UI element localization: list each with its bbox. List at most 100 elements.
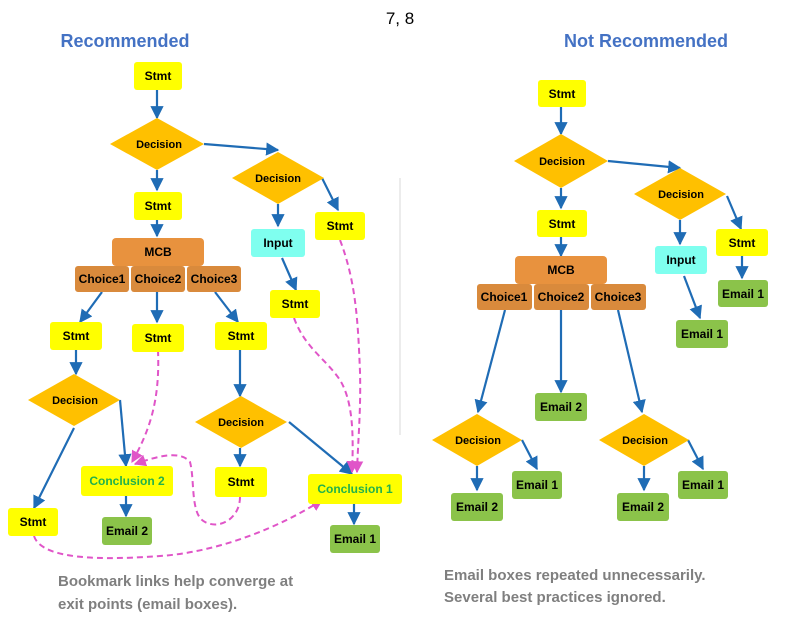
decision-label: Decision: [658, 189, 704, 201]
input-box: Input: [655, 246, 707, 274]
email-box: Email 1: [678, 471, 728, 499]
statement-box: Stmt: [50, 322, 102, 350]
statement-box: Stmt: [270, 290, 320, 318]
email1-label: Email 1: [516, 478, 558, 492]
decision-diamond: Decision: [634, 168, 726, 220]
connector: [203, 142, 280, 156]
statement-label: Stmt: [20, 515, 47, 529]
choice3-label: Choice3: [595, 290, 642, 304]
statement-box: Stmt: [537, 210, 587, 237]
email-box: Email 2: [102, 517, 152, 545]
choice-box: Choice2: [131, 266, 185, 292]
statement-box: Stmt: [134, 192, 182, 220]
decision-label: Decision: [52, 395, 98, 407]
choice2-label: Choice2: [538, 290, 585, 304]
statement-label: Stmt: [63, 329, 90, 343]
choice-box: Choice2: [534, 284, 589, 310]
choice1-label: Choice1: [79, 272, 126, 286]
conclusion1-label: Conclusion 1: [317, 482, 393, 496]
not-recommended-heading: Not Recommended: [564, 31, 728, 51]
connector: [288, 421, 354, 475]
bookmark-link: [339, 239, 364, 474]
decision-label: Decision: [255, 173, 301, 185]
statement-box: Stmt: [132, 324, 184, 352]
not-recommended-caption-line2: Several best practices ignored.: [444, 589, 666, 606]
email1-label: Email 1: [722, 287, 764, 301]
choice-box: Choice1: [75, 266, 129, 292]
connector: [725, 195, 743, 231]
conclusion-box: Conclusion 2: [81, 466, 173, 496]
statement-label: Stmt: [145, 199, 172, 213]
mcb-label: MCB: [144, 245, 172, 259]
decision-label: Decision: [622, 435, 668, 447]
statement-label: Stmt: [549, 87, 576, 101]
choice2-label: Choice2: [135, 272, 182, 286]
decision-diamond: Decision: [28, 374, 120, 426]
connector: [682, 275, 702, 320]
email-box: Email 2: [451, 493, 503, 521]
decision-label: Decision: [455, 435, 501, 447]
statement-label: Stmt: [145, 69, 172, 83]
recommended-flowchart: Stmt Decision Stmt Decision Stmt Input S…: [8, 62, 402, 560]
email2-label: Email 2: [106, 524, 148, 538]
connector: [474, 309, 507, 414]
email2-label: Email 2: [540, 400, 582, 414]
connector: [687, 439, 704, 471]
connector: [521, 439, 538, 471]
connector: [616, 309, 646, 414]
input-label: Input: [263, 236, 292, 250]
email2-label: Email 2: [456, 500, 498, 514]
statement-label: Stmt: [228, 329, 255, 343]
statement-box: Stmt: [315, 212, 365, 240]
choice3-label: Choice3: [191, 272, 238, 286]
bookmark-link: [293, 317, 359, 474]
email1-label: Email 1: [334, 532, 376, 546]
statement-label: Stmt: [228, 475, 255, 489]
bookmark-link: [33, 499, 324, 560]
connector: [607, 159, 682, 174]
email-box: Email 1: [718, 280, 768, 307]
mcb-box: MCB: [515, 256, 607, 284]
statement-box: Stmt: [215, 467, 267, 497]
statement-box: Stmt: [215, 322, 267, 350]
statement-label: Stmt: [549, 217, 576, 231]
choice-box: Choice3: [591, 284, 646, 310]
choice-box: Choice3: [187, 266, 241, 292]
statement-label: Stmt: [327, 219, 354, 233]
decision-diamond: Decision: [599, 414, 689, 466]
conclusion-box: Conclusion 1: [308, 474, 402, 504]
email1-label: Email 1: [682, 478, 724, 492]
conclusion2-label: Conclusion 2: [89, 474, 165, 488]
recommended-heading: Recommended: [60, 31, 189, 51]
decision-diamond: Decision: [514, 134, 608, 188]
decision-label: Decision: [136, 139, 182, 151]
choice-box: Choice1: [477, 284, 532, 310]
connector: [118, 399, 132, 468]
email1-label: Email 1: [681, 327, 723, 341]
not-recommended-flowchart: Stmt Decision Stmt Decision Stmt Input E…: [432, 80, 768, 521]
decision-diamond: Decision: [110, 118, 204, 170]
connector: [214, 291, 239, 324]
statement-box: Stmt: [716, 229, 768, 256]
connector: [321, 177, 339, 212]
email-box: Email 1: [676, 320, 728, 348]
statement-label: Stmt: [282, 297, 309, 311]
decision-label: Decision: [539, 156, 585, 168]
decision-diamond: Decision: [432, 414, 522, 466]
email-box: Email 2: [535, 393, 587, 421]
bookmark-link: [131, 349, 160, 464]
choice1-label: Choice1: [481, 290, 528, 304]
statement-label: Stmt: [145, 331, 172, 345]
connector: [280, 257, 298, 292]
bookmark-link: [133, 454, 241, 526]
mcb-label: MCB: [547, 263, 575, 277]
email-box: Email 2: [617, 493, 669, 521]
email-box: Email 1: [512, 471, 562, 499]
statement-label: Stmt: [729, 236, 756, 250]
connector: [79, 291, 103, 324]
statement-box: Stmt: [134, 62, 182, 90]
input-label: Input: [666, 253, 695, 267]
statement-box: Stmt: [8, 508, 58, 536]
